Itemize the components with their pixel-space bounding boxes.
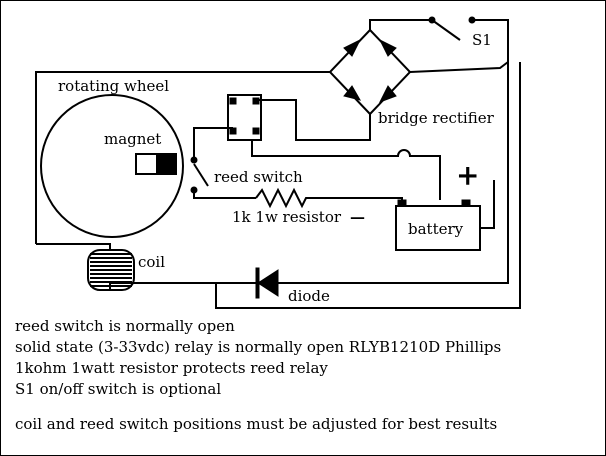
label-battery: battery bbox=[408, 220, 464, 238]
s1-switch-arm bbox=[431, 19, 461, 41]
coil-body bbox=[87, 249, 135, 291]
wire-battery-to-bridge bbox=[480, 180, 495, 229]
s1-contact-right bbox=[468, 16, 476, 24]
wire-bridge-right bbox=[409, 61, 509, 73]
label-plus: + bbox=[456, 159, 479, 192]
note-adjust: coil and reed switch positions must be a… bbox=[15, 415, 498, 433]
reed-contact-bottom bbox=[190, 186, 198, 194]
note-reed-open: reed switch is normally open bbox=[15, 317, 235, 335]
reed-contact-top bbox=[190, 156, 198, 164]
wire-relay-down bbox=[251, 140, 441, 200]
notes-block: reed switch is normally open solid state… bbox=[15, 316, 501, 435]
resistor-symbol bbox=[255, 187, 403, 209]
relay-terminal-1 bbox=[229, 97, 237, 105]
bridge-diode-1 bbox=[343, 38, 362, 57]
relay-terminal-4 bbox=[252, 127, 260, 135]
label-coil: coil bbox=[138, 253, 165, 271]
rotating-wheel bbox=[40, 94, 184, 238]
label-magnet: magnet bbox=[104, 130, 161, 148]
label-rotating-wheel: rotating wheel bbox=[58, 77, 169, 95]
diode-bar bbox=[255, 267, 260, 299]
battery-terminal-negative bbox=[397, 199, 407, 207]
wire-diode-right bbox=[278, 62, 509, 284]
wire-outer-loop bbox=[35, 71, 330, 244]
note-resistor: 1kohm 1watt resistor protects reed relay bbox=[15, 359, 328, 377]
relay-terminal-3 bbox=[229, 127, 237, 135]
diode-symbol bbox=[257, 269, 279, 297]
bridge-diode-2 bbox=[378, 38, 397, 57]
note-relay: solid state (3-33vdc) relay is normally … bbox=[15, 338, 502, 356]
wire-s1-right bbox=[472, 19, 509, 62]
bridge-diode-4 bbox=[378, 85, 397, 103]
wire-return-bottom bbox=[215, 62, 521, 309]
reed-switch-arm bbox=[193, 163, 209, 187]
label-resistor: 1k 1w resistor bbox=[232, 208, 342, 226]
note-s1: S1 on/off switch is optional bbox=[15, 380, 222, 398]
label-bridge-rectifier: bridge rectifier bbox=[378, 109, 495, 127]
label-s1: S1 bbox=[472, 31, 492, 49]
coil-windings bbox=[90, 253, 132, 287]
s1-contact-left bbox=[428, 16, 436, 24]
label-diode: diode bbox=[288, 287, 330, 305]
label-minus: — bbox=[350, 208, 365, 226]
bridge-diode-3 bbox=[343, 85, 362, 101]
label-reed-switch: reed switch bbox=[214, 168, 303, 186]
wire-reed-to-resistor bbox=[193, 190, 256, 199]
solid-state-relay bbox=[227, 94, 262, 141]
wire-coil-top bbox=[36, 243, 111, 250]
battery-terminal-positive bbox=[461, 199, 471, 207]
wire-relay-to-reed bbox=[193, 127, 233, 158]
relay-terminal-2 bbox=[252, 97, 260, 105]
wire-s1-left bbox=[369, 19, 432, 30]
bridge-rectifier-outline bbox=[328, 28, 412, 116]
magnet-pole bbox=[156, 154, 176, 174]
wire-relay-right bbox=[259, 99, 371, 141]
